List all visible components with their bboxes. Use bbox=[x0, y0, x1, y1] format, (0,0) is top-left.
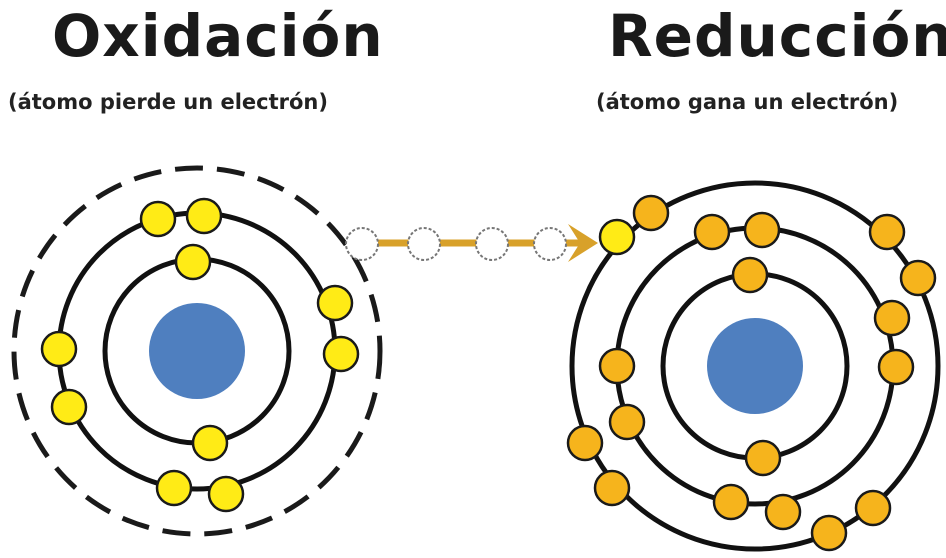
electron bbox=[764, 493, 802, 531]
electron bbox=[139, 200, 177, 238]
electron bbox=[316, 284, 354, 322]
electron bbox=[712, 483, 750, 521]
electron-in-transit bbox=[533, 227, 567, 261]
reduction-title: Reducción bbox=[608, 2, 946, 70]
transfer-electrons bbox=[345, 227, 567, 261]
electron bbox=[598, 347, 636, 385]
nucleus bbox=[149, 303, 245, 399]
electron bbox=[743, 211, 781, 249]
electron-in-transit bbox=[475, 227, 509, 261]
electron bbox=[566, 424, 604, 462]
electron bbox=[877, 348, 915, 386]
electron-in-transit bbox=[345, 227, 379, 261]
electron bbox=[632, 194, 670, 232]
electron bbox=[185, 197, 223, 235]
electron bbox=[873, 299, 911, 337]
electron bbox=[191, 424, 229, 462]
electron bbox=[155, 469, 193, 507]
reduction-subtitle: (átomo gana un electrón) bbox=[596, 90, 899, 114]
electron bbox=[593, 469, 631, 507]
electron-in-transit bbox=[407, 227, 441, 261]
lost-outer-shell bbox=[11, 165, 383, 537]
gained-electron bbox=[598, 218, 636, 256]
electron bbox=[854, 489, 892, 527]
electron bbox=[731, 256, 769, 294]
electron bbox=[174, 243, 212, 281]
electron bbox=[207, 475, 245, 513]
electron bbox=[608, 403, 646, 441]
electron bbox=[693, 213, 731, 251]
electron bbox=[899, 259, 937, 297]
nucleus bbox=[707, 318, 803, 414]
electron bbox=[40, 330, 78, 368]
reduction-electrons bbox=[566, 194, 937, 552]
electron bbox=[868, 213, 906, 251]
electron bbox=[810, 514, 848, 552]
oxidation-subtitle: (átomo pierde un electrón) bbox=[8, 90, 328, 114]
electron bbox=[744, 439, 782, 477]
oxidation-title: Oxidación bbox=[52, 2, 384, 70]
arrow-head bbox=[568, 224, 598, 262]
electron bbox=[50, 388, 88, 426]
electron bbox=[322, 335, 360, 373]
oxidation-electrons bbox=[40, 197, 360, 513]
new-outer-shell bbox=[569, 180, 941, 552]
